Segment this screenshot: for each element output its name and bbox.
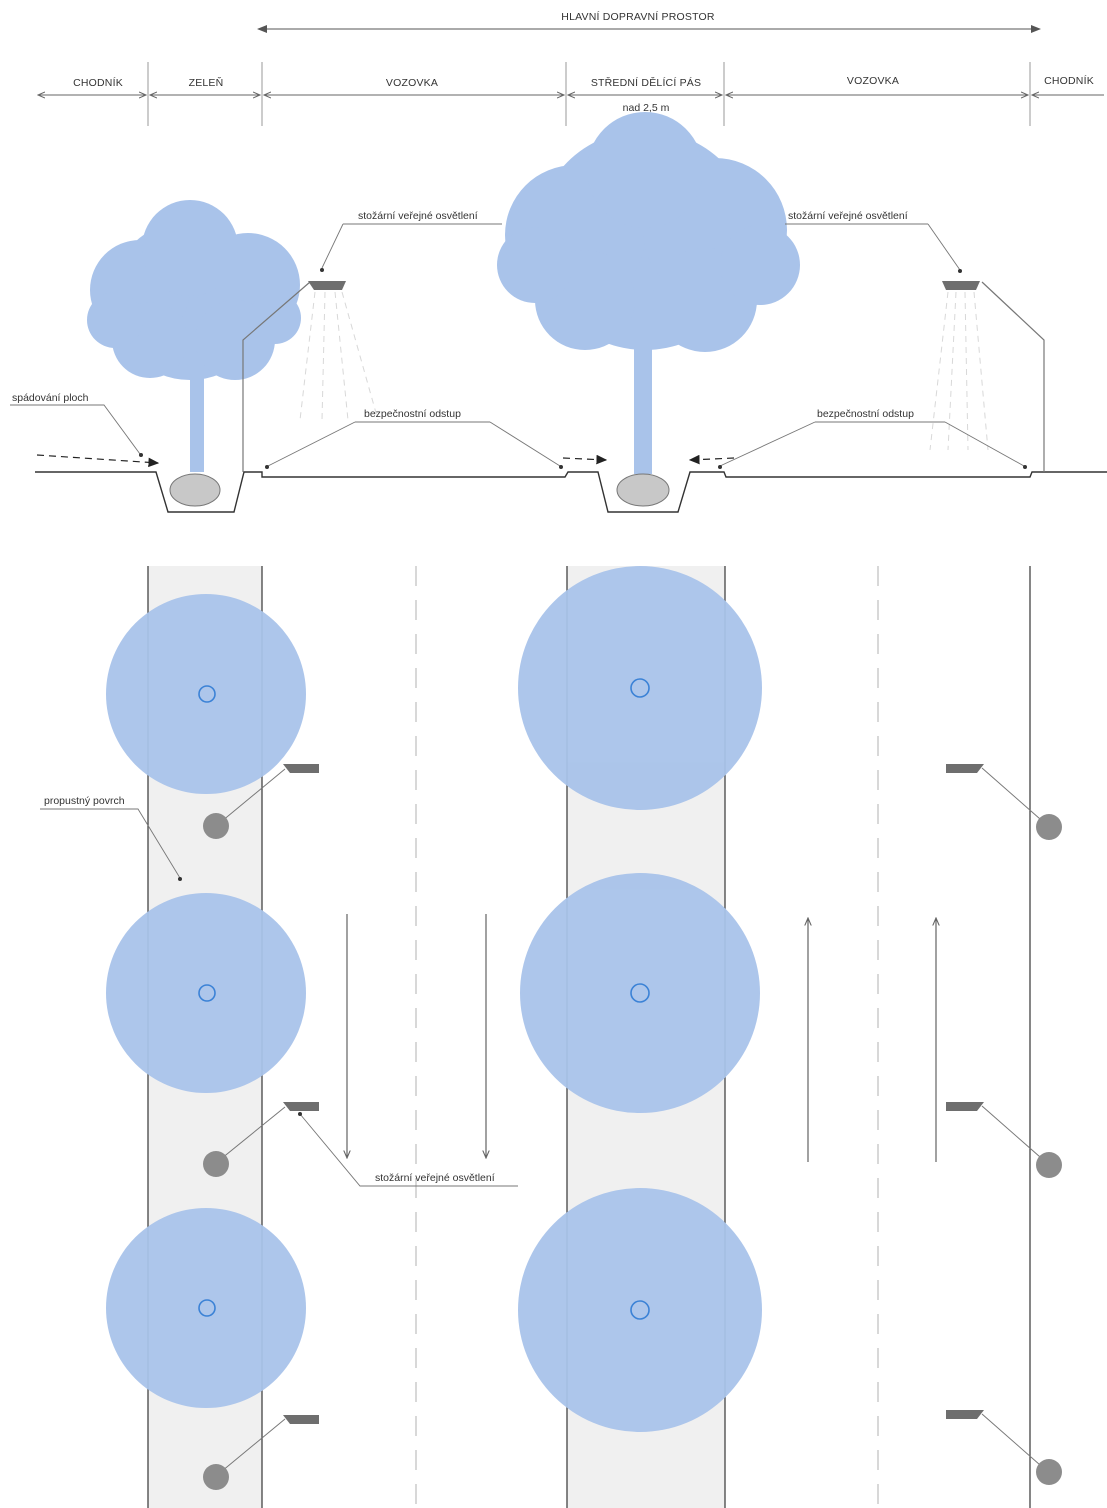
pole-base-right-3 <box>1036 1459 1062 1485</box>
zone-label-median: STŘEDNÍ DĚLÍCÍ PÁS <box>591 76 701 89</box>
label-safety-right: bezpečnostní odstup <box>817 408 914 420</box>
plan-canopy-center-3 <box>518 1188 762 1432</box>
plan-canopy-left-3 <box>106 1208 306 1408</box>
label-lighting-plan: stožární veřejné osvětlení <box>375 1172 495 1184</box>
trunk-marker-left-1 <box>198 685 216 703</box>
label-permeable-surface: propustný povrch <box>44 795 125 807</box>
section-tree-left <box>87 200 301 472</box>
plan-canopy-center-2 <box>520 873 760 1113</box>
trunk-marker-center-2 <box>630 983 650 1003</box>
zone-label-chodnik-left: CHODNÍK <box>73 76 123 89</box>
trunk-marker-center-1 <box>630 678 650 698</box>
slope-arrows <box>36 454 735 468</box>
cross-section: stožární veřejné osvětlení stožární veře… <box>10 112 1107 513</box>
section-tree-center <box>497 112 800 474</box>
zone-label-chodnik-right: CHODNÍK <box>1044 74 1094 87</box>
main-span-label: HLAVNÍ DOPRAVNÍ PROSTOR <box>561 10 715 23</box>
pole-base-left-1 <box>203 813 229 839</box>
pole-base-left-3 <box>203 1464 229 1490</box>
trunk-marker-left-3 <box>198 1299 216 1317</box>
plan-view: propustný povrch stožární veřejné osvětl… <box>40 566 1062 1508</box>
trunk-marker-center-3 <box>630 1300 650 1320</box>
plan-canopy-left-2 <box>106 893 306 1093</box>
label-slope: spádování ploch <box>12 392 89 404</box>
root-ball-center <box>616 473 670 507</box>
zone-label-vozovka-left: VOZOVKA <box>386 77 438 89</box>
zone-label-vozovka-right: VOZOVKA <box>847 75 899 87</box>
label-safety-left: bezpečnostní odstup <box>364 408 461 420</box>
label-lighting-section-right: stožární veřejné osvětlení <box>788 210 908 222</box>
plan-lamps-left <box>203 764 319 1490</box>
traffic-arrows <box>347 914 936 1162</box>
section-lamp-left <box>242 281 379 472</box>
label-lighting-section-left: stožární veřejné osvětlení <box>358 210 478 222</box>
plan-lamps-right <box>946 764 1062 1485</box>
median-width-note: nad 2,5 m <box>623 102 670 114</box>
root-ball-left <box>169 473 221 507</box>
zone-label-zelen: ZELEŇ <box>189 76 224 89</box>
pole-base-right-1 <box>1036 814 1062 840</box>
trunk-marker-left-2 <box>198 984 216 1002</box>
pole-base-right-2 <box>1036 1152 1062 1178</box>
plan-canopy-left-1 <box>106 594 306 794</box>
header-dimensions: HLAVNÍ DOPRAVNÍ PROSTOR CHODNÍK ZELEŇ VO… <box>38 10 1104 126</box>
pole-base-left-2 <box>203 1151 229 1177</box>
plan-canopy-center-1 <box>518 566 762 810</box>
section-lamp-right <box>929 281 1045 472</box>
